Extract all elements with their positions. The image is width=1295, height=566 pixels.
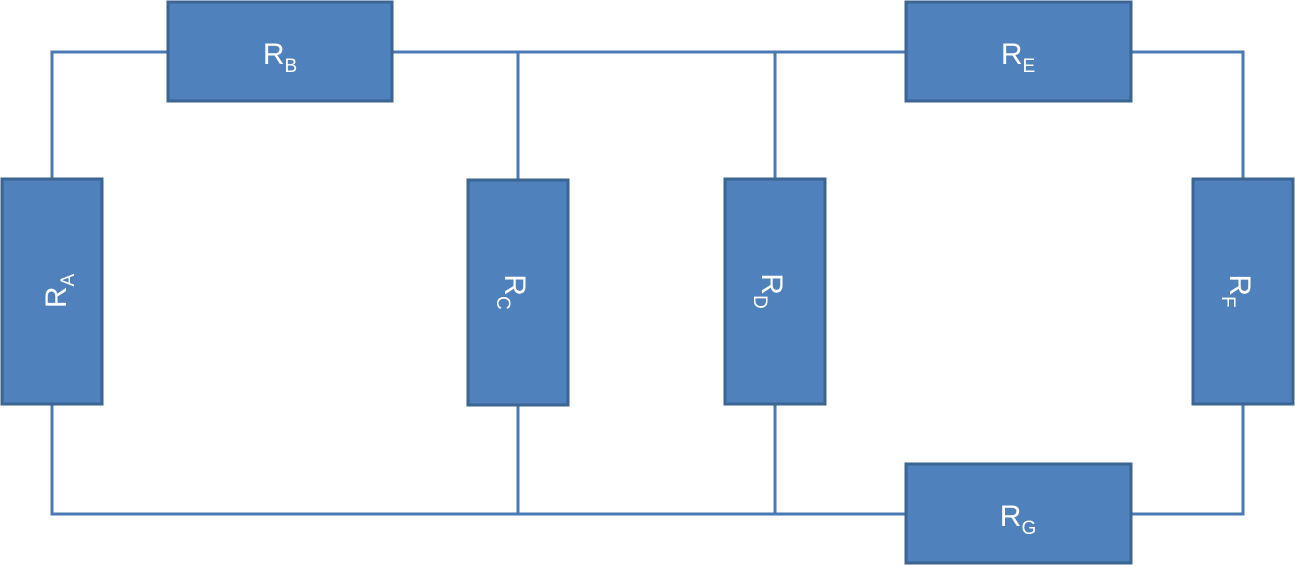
resistor-g-symbol: R <box>1000 500 1022 533</box>
resistor-c-symbol: R <box>498 274 531 296</box>
resistor-a-symbol: R <box>40 287 73 309</box>
resistor-e-label: RE <box>1001 38 1035 77</box>
resistor-d: RD <box>723 177 827 406</box>
resistor-g: RG <box>904 462 1133 565</box>
resistor-f: RF <box>1191 177 1295 406</box>
resistor-c: RC <box>466 178 570 407</box>
resistor-d-label: RD <box>749 273 788 308</box>
resistor-g-body <box>904 462 1133 565</box>
resistor-b: RB <box>166 0 394 103</box>
resistor-b-body <box>166 0 394 103</box>
resistor-e-symbol: R <box>1001 38 1023 71</box>
resistor-c-subscript: C <box>492 296 513 310</box>
resistor-e-body <box>904 0 1133 103</box>
resistor-d-body <box>723 177 827 406</box>
resistor-f-label: RF <box>1217 274 1256 307</box>
resistor-e-subscript: E <box>1022 56 1035 77</box>
resistor-b-subscript: B <box>284 56 297 77</box>
resistor-a-body <box>0 177 104 406</box>
resistor-a: RA <box>0 177 104 406</box>
resistor-e: RE <box>904 0 1133 103</box>
resistor-a-subscript: A <box>58 274 79 287</box>
resistor-g-label: RG <box>1000 500 1036 539</box>
resistor-c-label: RC <box>492 274 531 309</box>
resistor-d-symbol: R <box>755 273 788 295</box>
wires <box>50 50 1245 516</box>
resistor-b-symbol: R <box>263 38 285 71</box>
resistor-c-body <box>466 178 570 407</box>
resistor-d-subscript: D <box>749 295 770 309</box>
resistor-f-body <box>1191 177 1295 406</box>
resistor-f-subscript: F <box>1217 296 1238 308</box>
resistor-a-label: RA <box>40 274 79 309</box>
resistor-g-subscript: G <box>1021 518 1036 539</box>
resistor-b-label: RB <box>263 38 297 77</box>
resistor-f-symbol: R <box>1223 274 1256 296</box>
